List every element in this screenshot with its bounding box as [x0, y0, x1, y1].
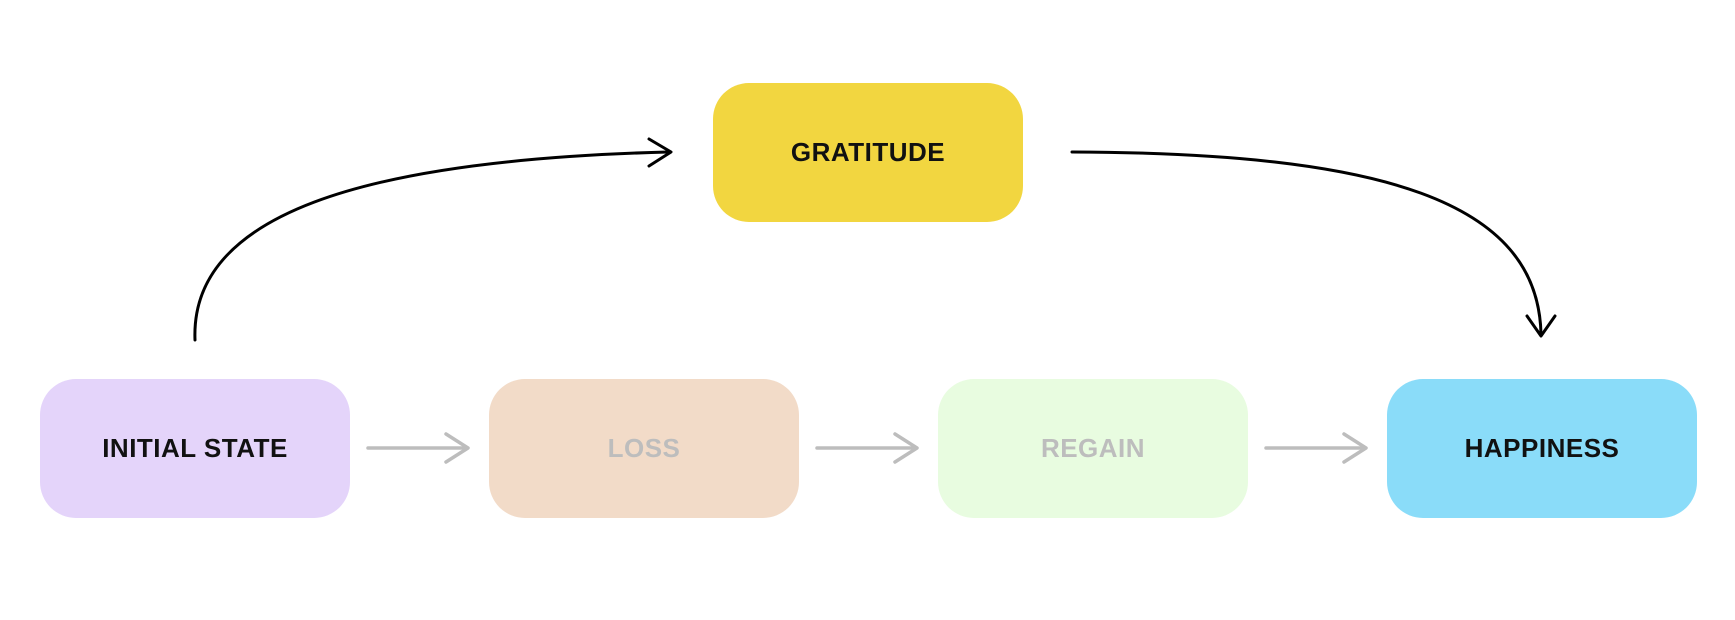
node-gratitude: GRATITUDE — [713, 83, 1023, 222]
edge-gratitude-to-happiness — [1070, 150, 1557, 338]
node-regain: REGAIN — [938, 379, 1248, 518]
edge-loss-to-regain — [815, 432, 919, 464]
edge-initial-to-gratitude — [193, 137, 673, 342]
node-initial-state-label: INITIAL STATE — [102, 433, 288, 463]
node-happiness-label: HAPPINESS — [1464, 433, 1620, 463]
node-happiness: HAPPINESS — [1387, 379, 1697, 518]
node-loss: LOSS — [489, 379, 799, 518]
node-regain-label: REGAIN — [1040, 433, 1146, 463]
node-loss-label: LOSS — [607, 433, 681, 463]
edge-initial-to-loss — [366, 432, 470, 464]
node-initial-state: INITIAL STATE — [40, 379, 350, 518]
node-gratitude-label: GRATITUDE — [790, 137, 946, 167]
edge-regain-to-happiness — [1264, 432, 1368, 464]
